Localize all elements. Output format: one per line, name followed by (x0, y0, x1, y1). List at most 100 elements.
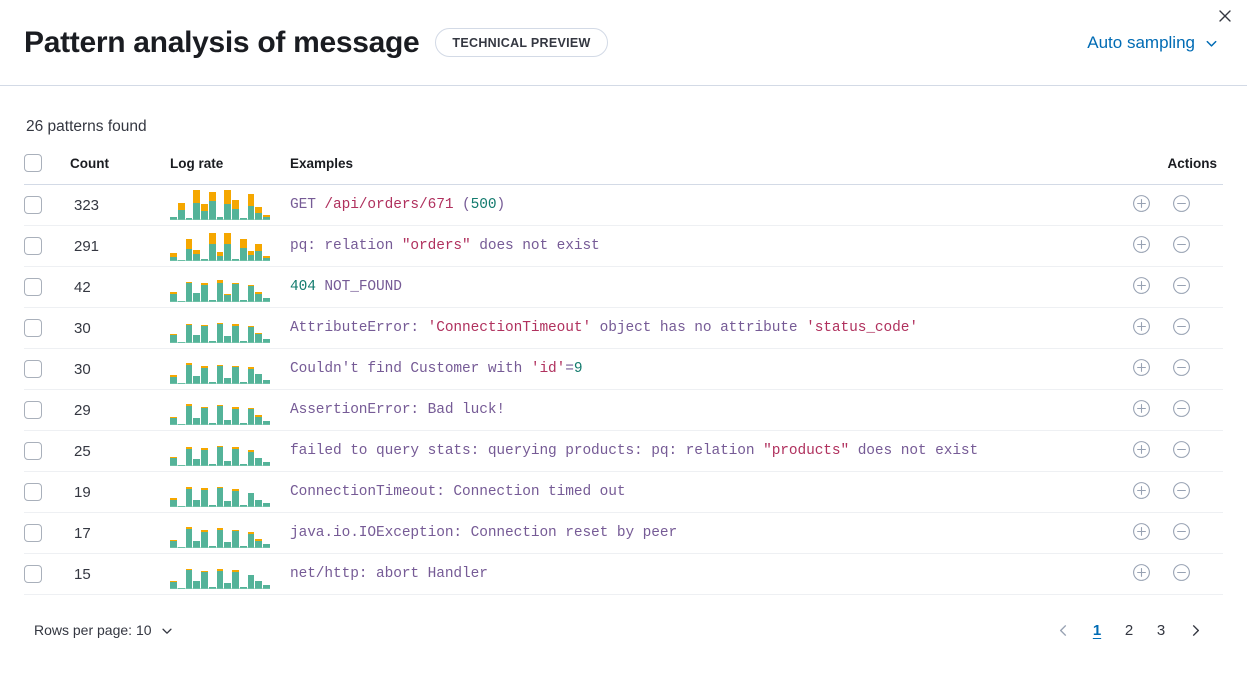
sparkline-bar-top (232, 365, 239, 368)
minus-in-circle-icon[interactable] (1169, 192, 1193, 216)
sparkline-bar (255, 499, 263, 507)
row-checkbox[interactable] (24, 401, 42, 419)
sparkline-bar-top (232, 199, 239, 209)
minus-in-circle-icon[interactable] (1169, 274, 1193, 298)
sparkline-bar-top (170, 334, 177, 336)
sparkline-bar-top (216, 569, 224, 571)
close-icon[interactable] (1212, 3, 1238, 29)
row-checkbox[interactable] (24, 483, 42, 501)
sparkline-bar-bottom (239, 247, 247, 261)
row-select-cell (24, 185, 70, 226)
sparkline-bar (216, 527, 224, 548)
sparkline-bar-bottom (201, 408, 208, 425)
row-checkbox[interactable] (24, 237, 42, 255)
pagination-next-button[interactable] (1181, 616, 1209, 644)
plus-in-circle-icon[interactable] (1129, 397, 1153, 421)
sparkline-bar (216, 252, 224, 261)
sparkline-bar-bottom (263, 461, 270, 466)
sparkline-bar-top (216, 364, 224, 366)
plus-in-circle-icon[interactable] (1129, 233, 1153, 257)
auto-sampling-dropdown[interactable]: Auto sampling (1087, 33, 1223, 53)
example-token-default: GET (290, 197, 325, 213)
example-token-default: pq: relation (290, 238, 402, 254)
sparkline-bar-top (224, 293, 232, 296)
example-token-string: "orders" (401, 238, 471, 254)
plus-in-circle-icon[interactable] (1129, 192, 1153, 216)
plus-in-circle-icon[interactable] (1129, 479, 1153, 503)
select-all-checkbox[interactable] (24, 154, 42, 172)
minus-in-circle-icon[interactable] (1169, 315, 1193, 339)
pagination-prev-button[interactable] (1049, 616, 1077, 644)
minus-in-circle-icon[interactable] (1169, 479, 1193, 503)
row-checkbox[interactable] (24, 278, 42, 296)
row-checkbox[interactable] (24, 565, 42, 583)
sparkline-bar-bottom (247, 205, 255, 220)
row-example: failed to query stats: querying products… (290, 431, 1113, 472)
row-checkbox[interactable] (24, 319, 42, 337)
column-header-examples[interactable]: Examples (290, 154, 1113, 185)
column-header-count[interactable]: Count (70, 154, 170, 185)
sparkline-bar-bottom (208, 504, 216, 507)
sparkline-bar-bottom (255, 581, 263, 589)
sparkline-bar-bottom (208, 244, 216, 261)
sparkline-bar-bottom (216, 282, 224, 302)
minus-in-circle-icon[interactable] (1169, 397, 1193, 421)
minus-in-circle-icon[interactable] (1169, 233, 1193, 257)
row-log-rate-cell (170, 185, 290, 226)
column-header-log-rate[interactable]: Log rate (170, 154, 290, 185)
plus-in-circle-icon[interactable] (1129, 561, 1153, 585)
row-select-cell (24, 390, 70, 431)
row-checkbox[interactable] (24, 196, 42, 214)
sparkline-bar (216, 322, 224, 343)
row-checkbox[interactable] (24, 360, 42, 378)
sparkline-bar (185, 447, 193, 466)
rows-per-page-selector[interactable]: Rows per page: 10 (24, 622, 175, 638)
sparkline-bar-top (239, 239, 247, 248)
sparkline-bar-bottom (208, 381, 216, 384)
row-select-cell (24, 308, 70, 349)
pagination-page-2[interactable]: 2 (1124, 621, 1134, 639)
sparkline-bar (232, 282, 239, 302)
sparkline-bar-bottom (177, 464, 185, 466)
minus-in-circle-icon[interactable] (1169, 520, 1193, 544)
sparkline-bar (170, 416, 177, 425)
plus-in-circle-icon[interactable] (1129, 438, 1153, 462)
plus-in-circle-icon[interactable] (1129, 315, 1153, 339)
row-checkbox[interactable] (24, 442, 42, 460)
plus-in-circle-icon[interactable] (1129, 274, 1153, 298)
row-example: AssertionError: Bad luck! (290, 390, 1113, 431)
pagination-page-3[interactable]: 3 (1156, 621, 1166, 639)
sparkline-bar (255, 207, 263, 220)
sparkline-bar-bottom (193, 254, 201, 261)
sparkline-bar-top (185, 281, 193, 284)
sparkline-bar-bottom (193, 459, 201, 466)
sparkline-bar (170, 456, 177, 466)
plus-in-circle-icon[interactable] (1129, 356, 1153, 380)
sparkline-bar (208, 422, 216, 425)
sparkline-bar-top (208, 191, 216, 202)
sparkline-bar-bottom (216, 571, 224, 589)
sparkline-bar (201, 530, 208, 548)
row-checkbox[interactable] (24, 524, 42, 542)
minus-in-circle-icon[interactable] (1169, 561, 1193, 585)
sparkline-bar-top (185, 323, 193, 325)
row-example: Couldn't find Customer with 'id'=9 (290, 349, 1113, 390)
row-example: AttributeError: 'ConnectionTimeout' obje… (290, 308, 1113, 349)
sparkline-bar-bottom (177, 300, 185, 302)
sparkline-bar-top (255, 292, 263, 294)
minus-in-circle-icon[interactable] (1169, 356, 1193, 380)
minus-in-circle-icon[interactable] (1169, 438, 1193, 462)
pagination-page-1[interactable]: 1 (1092, 621, 1102, 639)
plus-in-circle-icon[interactable] (1129, 520, 1153, 544)
sparkline-bar-bottom (201, 367, 208, 384)
